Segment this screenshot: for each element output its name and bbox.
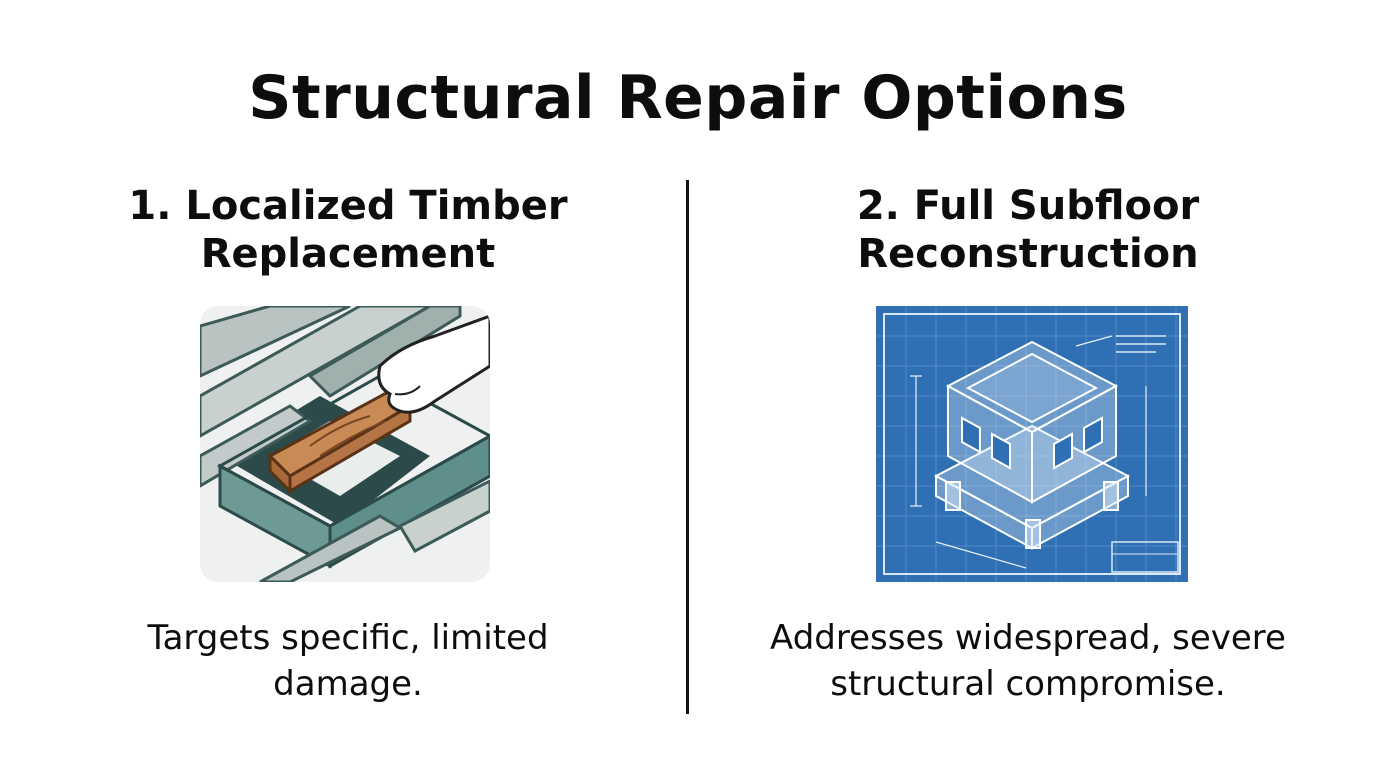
option-description: Addresses widespread, severe structural … [708, 615, 1348, 707]
option-heading-line2: Reconstruction [857, 231, 1199, 277]
page-title: Structural Repair Options [248, 63, 1128, 133]
option-heading: 1. Localized Timber Replacement [28, 182, 668, 278]
option-description: Targets specific, limited damage. [28, 615, 668, 707]
option-description-line1: Targets specific, limited [147, 618, 549, 658]
option-heading-line2: Replacement [200, 231, 496, 277]
blueprint-illustration [876, 306, 1188, 582]
timber-replacement-illustration [200, 306, 490, 582]
column-divider [686, 180, 689, 714]
option-description-line1: Addresses widespread, severe [770, 618, 1286, 658]
option-heading-line1: 2. Full Subfloor [856, 183, 1200, 229]
option-description-line2: damage. [273, 664, 423, 704]
option-full-subfloor: 2. Full Subfloor Reconstruction [708, 0, 1348, 768]
option-description-line2: structural compromise. [830, 664, 1226, 704]
option-heading: 2. Full Subfloor Reconstruction [708, 182, 1348, 278]
option-localized-timber: 1. Localized Timber Replacement [28, 0, 668, 768]
option-heading-line1: 1. Localized Timber [128, 183, 568, 229]
